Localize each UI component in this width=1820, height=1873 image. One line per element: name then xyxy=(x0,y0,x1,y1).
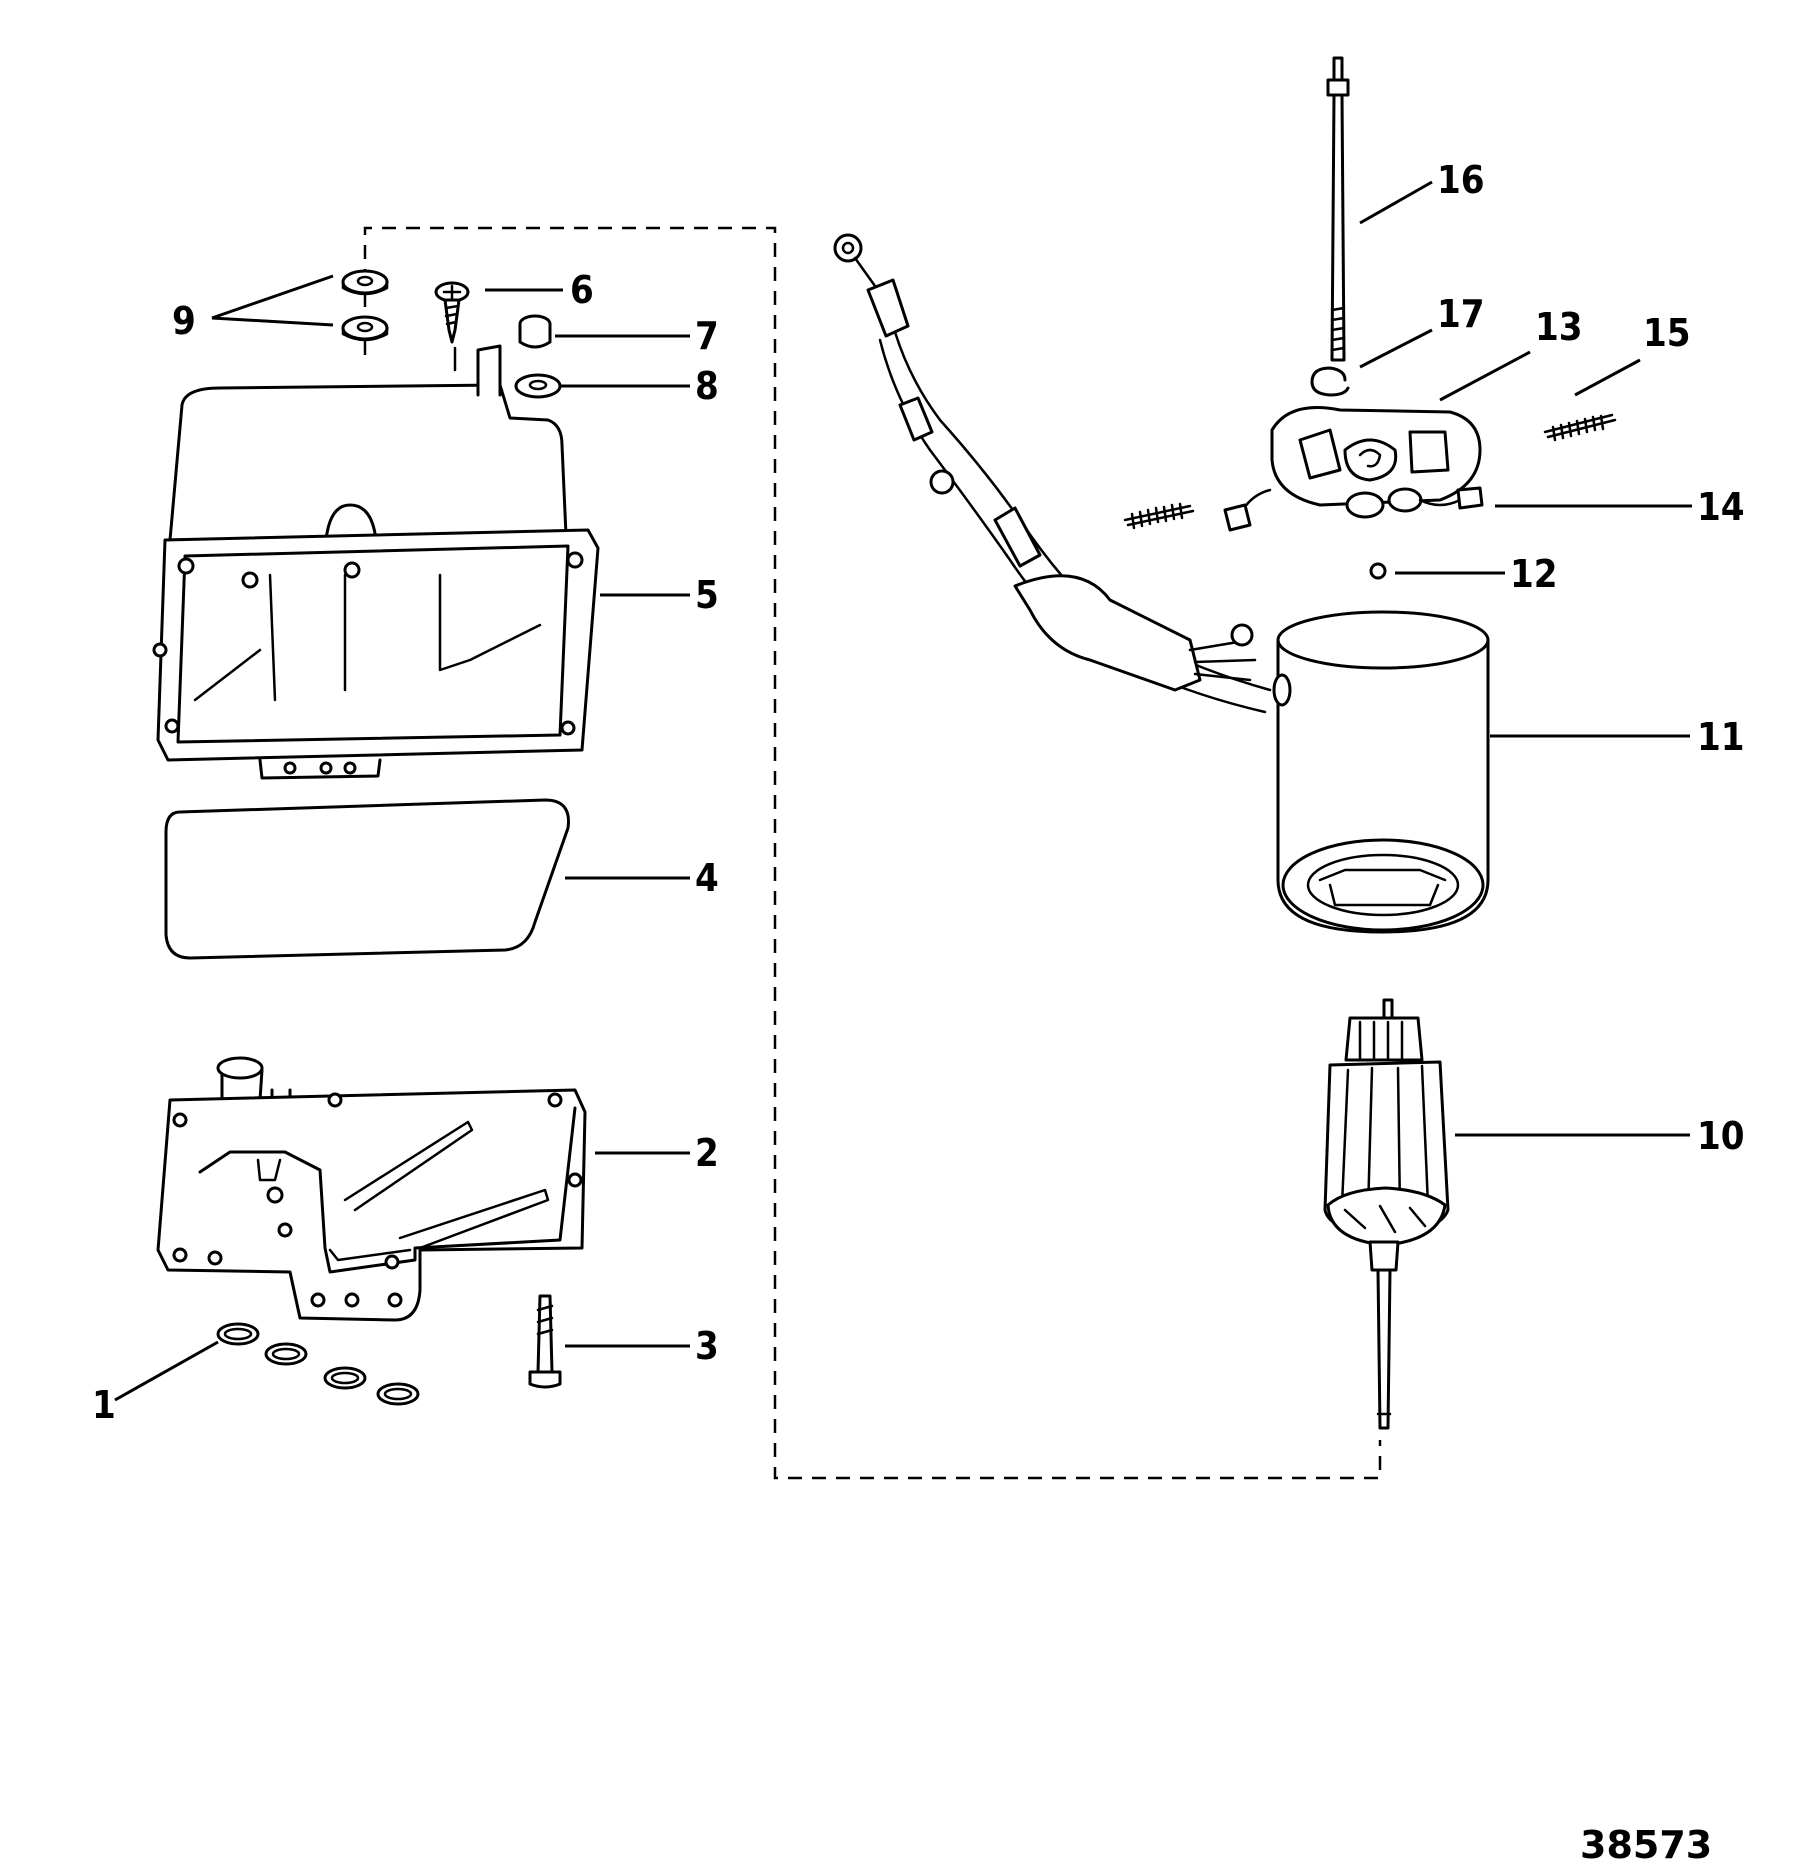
callout-13: 13 xyxy=(1535,305,1583,349)
part-15-springs xyxy=(1123,413,1617,530)
part-7-plug xyxy=(518,314,552,349)
wiring-harness xyxy=(833,233,1272,714)
drawing-number: 38573 xyxy=(1580,1823,1712,1867)
callout-14: 14 xyxy=(1697,485,1745,529)
callout-2: 2 xyxy=(695,1131,719,1175)
callout-6: 6 xyxy=(570,268,594,312)
callout-11: 11 xyxy=(1697,715,1745,759)
part-13-end-plate xyxy=(1223,406,1482,532)
callout-labels: 9 6 7 8 5 4 2 3 1 16 17 13 15 14 12 11 1… xyxy=(92,158,1745,1427)
part-12-ball xyxy=(1369,562,1387,580)
callout-16: 16 xyxy=(1437,158,1485,202)
callout-4: 4 xyxy=(695,856,719,900)
part-6-screw xyxy=(434,281,470,344)
callout-8: 8 xyxy=(695,364,719,408)
part-14-brush xyxy=(1418,486,1484,510)
callout-1: 1 xyxy=(92,1383,116,1427)
leader-lines xyxy=(114,180,1692,1402)
part-1-o-rings xyxy=(216,1322,420,1406)
part-5-housing xyxy=(152,344,600,780)
part-10-armature xyxy=(1323,998,1450,1430)
part-3-bolt xyxy=(528,1294,562,1389)
callout-10: 10 xyxy=(1697,1114,1745,1158)
callout-17: 17 xyxy=(1437,292,1485,336)
part-11-motor-frame xyxy=(1272,610,1490,934)
callout-9: 9 xyxy=(172,299,196,343)
callout-5: 5 xyxy=(695,573,719,617)
callout-7: 7 xyxy=(695,314,719,358)
part-8-washer xyxy=(514,373,562,399)
part-16-through-bolt xyxy=(1326,56,1350,362)
part-17-clip xyxy=(1310,366,1350,397)
part-9-washers xyxy=(341,269,389,342)
part-2-base-plate xyxy=(156,1056,587,1322)
callout-3: 3 xyxy=(695,1324,719,1368)
callout-15: 15 xyxy=(1643,311,1691,355)
part-4-gasket xyxy=(164,798,571,960)
callout-12: 12 xyxy=(1510,552,1558,596)
assembly-link-dashed-line xyxy=(363,226,1382,1480)
